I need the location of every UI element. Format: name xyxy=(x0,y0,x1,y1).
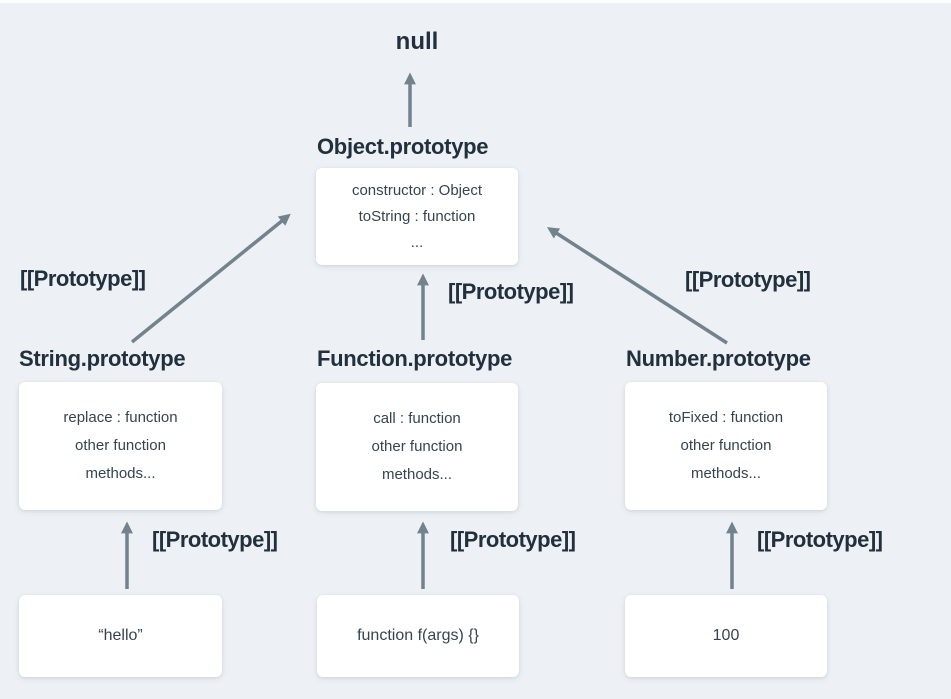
box-line: other function xyxy=(75,437,166,454)
prototype-label-string-to-object: [[Prototype]] xyxy=(20,266,146,291)
number-prototype-title: Number.prototype xyxy=(626,346,811,371)
string-value-box: “hello” xyxy=(19,595,222,677)
string-value: “hello” xyxy=(98,627,143,644)
object-prototype-title: Object.prototype xyxy=(317,134,489,159)
number-prototype-box: toFixed : function other function method… xyxy=(625,382,827,510)
box-line: constructor : Object xyxy=(351,181,483,199)
object-prototype-box: constructor : Object toString : function… xyxy=(316,168,518,265)
number-value-box: 100 xyxy=(625,595,827,677)
prototype-label-hello-to-string: [[Prototype]] xyxy=(152,527,278,552)
prototype-label-numvalue-to-number: [[Prototype]] xyxy=(757,527,883,552)
prototype-label-function-to-object: [[Prototype]] xyxy=(448,279,574,304)
string-prototype-box: replace : function other function method… xyxy=(19,382,222,510)
box-line: replace : function xyxy=(63,409,178,426)
box-line: call : function xyxy=(373,410,461,427)
box-line: methods... xyxy=(381,466,453,483)
function-prototype-title: Function.prototype xyxy=(317,346,513,371)
box-line: other function xyxy=(371,438,463,455)
page-top-edge xyxy=(0,0,951,3)
box-line: methods... xyxy=(690,465,762,482)
arrow-string-to-object xyxy=(130,213,291,344)
number-value: 100 xyxy=(712,627,740,644)
box-line: other function xyxy=(680,437,772,454)
null-label: null xyxy=(395,28,439,55)
prototype-label-number-to-object: [[Prototype]] xyxy=(685,267,811,292)
box-line: ... xyxy=(410,233,424,251)
box-line: methods... xyxy=(85,465,156,482)
function-value-box: function f(args) {} xyxy=(317,595,519,677)
box-line: toFixed : function xyxy=(668,409,784,426)
prototype-label-funcvalue-to-function: [[Prototype]] xyxy=(450,527,576,552)
function-value: function f(args) {} xyxy=(357,627,479,644)
function-prototype-box: call : function other function methods..… xyxy=(316,383,518,511)
string-prototype-title: String.prototype xyxy=(19,346,186,371)
box-line: toString : function xyxy=(358,207,476,225)
